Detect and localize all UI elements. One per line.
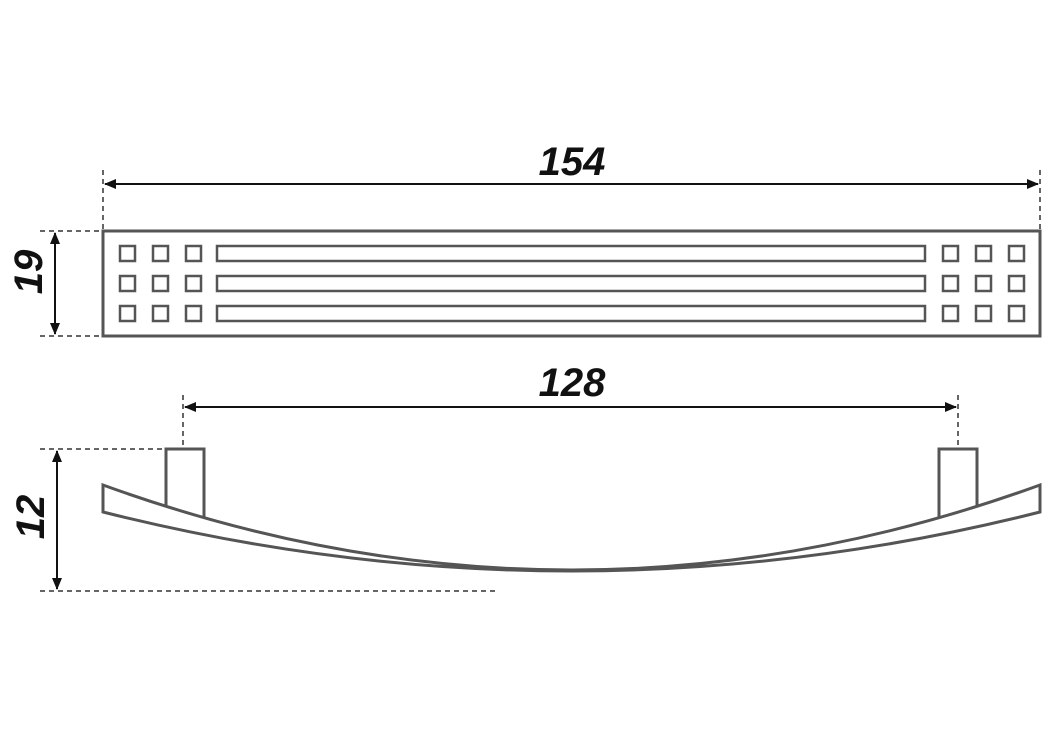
groove (215, 304, 927, 323)
pattern-square (974, 274, 993, 293)
pattern-square (118, 244, 137, 263)
pattern-square (118, 304, 137, 323)
center-grooves (215, 244, 927, 323)
pattern-square (118, 274, 137, 293)
length-dimension: 154 (102, 140, 1041, 231)
groove (215, 244, 927, 263)
pattern-square (941, 274, 960, 293)
pattern-square (941, 244, 960, 263)
pattern-square (1007, 244, 1026, 263)
left-square-pattern (118, 244, 203, 323)
depth-dimension: 12 (9, 448, 495, 592)
pattern-square (184, 304, 203, 323)
length-dimension-label: 154 (539, 140, 606, 184)
depth-dimension-label: 12 (9, 495, 53, 540)
pattern-square (184, 244, 203, 263)
handle-top-view (101, 229, 1042, 338)
pattern-square (1007, 304, 1026, 323)
pattern-square (151, 244, 170, 263)
hole-spacing-dimension: 128 (182, 361, 959, 449)
pattern-square (974, 304, 993, 323)
pattern-square (151, 304, 170, 323)
groove (215, 274, 927, 293)
handle-side-view (101, 447, 1042, 573)
pattern-square (184, 274, 203, 293)
height-dimension: 19 (7, 230, 103, 337)
height-dimension-label: 19 (7, 249, 51, 294)
pattern-square (974, 244, 993, 263)
pattern-square (941, 304, 960, 323)
right-square-pattern (941, 244, 1026, 323)
pattern-square (1007, 274, 1026, 293)
pattern-square (151, 274, 170, 293)
hole-spacing-dimension-label: 128 (539, 361, 606, 405)
curved-handle-bar (101, 482, 1042, 573)
